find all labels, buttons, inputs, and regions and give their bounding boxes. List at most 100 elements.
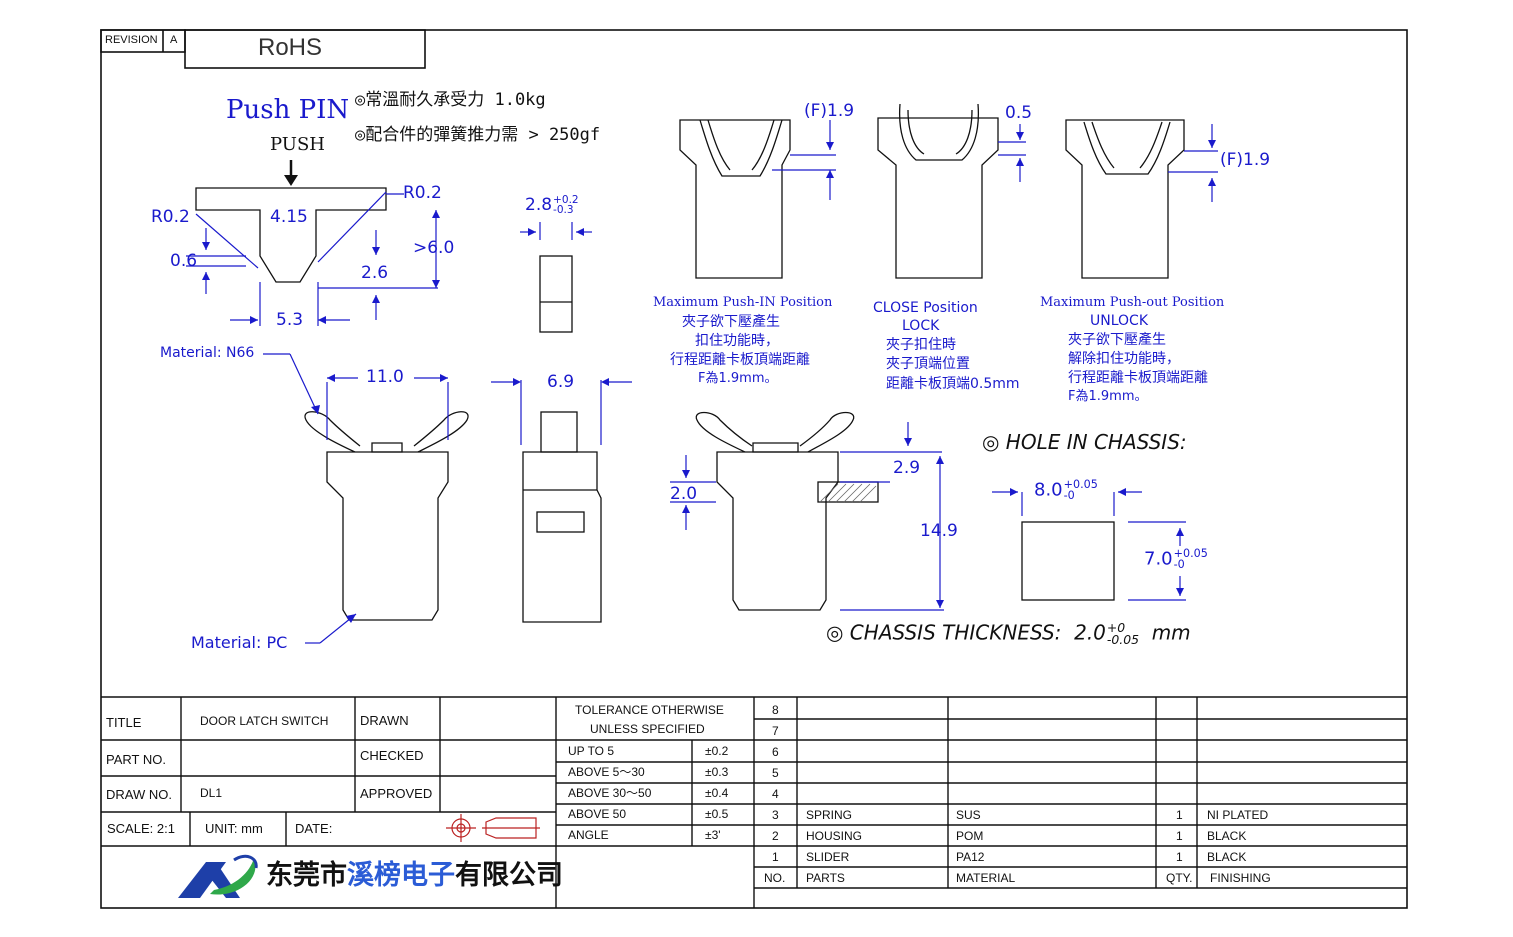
- hole-in-chassis-title: ◎ HOLE IN CHASSIS:: [982, 430, 1187, 454]
- housing-side-view: [522, 411, 602, 623]
- unit-label: UNIT: mm: [205, 821, 263, 836]
- close-note-1: 夾子扣住時: [886, 337, 956, 353]
- dimension-arrowheads: [202, 132, 1216, 623]
- company-logo-icon: [178, 854, 258, 898]
- bom-part: SPRING: [806, 808, 853, 822]
- bom-no: 4: [772, 787, 779, 801]
- dim-2-8-tolerance: 2.8+0.2-0.3: [525, 194, 579, 217]
- push-in-note-3: 行程距離卡板頂端距離: [670, 352, 810, 368]
- bom-qty: 1: [1176, 829, 1183, 843]
- tolerance-value: ±0.4: [705, 786, 729, 800]
- push-in-note-2: 扣住功能時，: [695, 333, 779, 349]
- push-out-note-2: 解除扣住功能時，: [1068, 351, 1180, 367]
- tolerance-range: ANGLE: [568, 828, 609, 842]
- bom-material: POM: [956, 829, 984, 843]
- housing-front-view: [304, 411, 469, 621]
- push-label: PUSH: [270, 134, 325, 155]
- dim-11-0: 11.0: [366, 367, 404, 387]
- close-note-2: 夾子頂端位置: [886, 356, 970, 372]
- bom-no: 7: [772, 724, 779, 738]
- bom-qty: 1: [1176, 850, 1183, 864]
- dim-7-0-tolerance: 7.0+0.05-0: [1144, 547, 1208, 571]
- bom-no: 8: [772, 703, 779, 717]
- part-no-label: PART NO.: [106, 752, 166, 767]
- push-out-title: Maximum Push-out Position: [1040, 295, 1225, 310]
- dim-r02-right: R0.2: [403, 183, 442, 203]
- draw-no-label: DRAW NO.: [106, 787, 172, 802]
- drawn-label: DRAWN: [360, 713, 409, 728]
- dim-0-6: 0.6: [170, 251, 198, 271]
- tolerance-value: ±0.5: [705, 807, 729, 821]
- latch-in-chassis-view: [695, 411, 879, 611]
- revision-label: REVISION: [105, 34, 158, 46]
- tolerance-range: UP TO 5: [568, 744, 615, 758]
- bom-finishing: BLACK: [1207, 850, 1247, 864]
- dim-2-6: 2.6: [361, 263, 389, 283]
- bom-header-no: NO.: [764, 871, 786, 885]
- bom-part: SLIDER: [806, 850, 850, 864]
- pin-side-view: [539, 255, 573, 333]
- push-out-note-3: 行程距離卡板頂端距離: [1068, 370, 1208, 386]
- bom-finishing: BLACK: [1207, 829, 1247, 843]
- dim-0-5: 0.5: [1005, 103, 1033, 123]
- close-position-view: [877, 103, 999, 279]
- projection-symbol-icon: [446, 814, 540, 842]
- material-n66-label: Material: N66: [160, 345, 255, 361]
- bom-material: PA12: [956, 850, 985, 864]
- chassis-hole-square: [1021, 521, 1115, 601]
- dim-4-15: 4.15: [270, 207, 308, 227]
- dim-2-9: 2.9: [893, 458, 921, 478]
- dim-8-0-tolerance: 8.0+0.05-0: [1034, 478, 1098, 502]
- bom-no: 3: [772, 808, 779, 822]
- date-label: DATE:: [295, 821, 333, 836]
- tolerance-range: ABOVE 30～50: [568, 786, 652, 800]
- bom-material: SUS: [956, 808, 981, 822]
- push-in-title: Maximum Push-IN Position: [653, 295, 833, 310]
- bom-qty: 1: [1176, 808, 1183, 822]
- dim-r02-left: R0.2: [151, 207, 190, 227]
- dim-f-1-9-right: (F)1.9: [1220, 150, 1271, 170]
- bom-finishing: NI PLATED: [1207, 808, 1269, 822]
- bom-header-qty: QTY.: [1166, 871, 1193, 885]
- approved-label: APPROVED: [360, 786, 433, 801]
- bom-header-finishing: FINISHING: [1210, 871, 1271, 885]
- bom-no: 2: [772, 829, 779, 843]
- push-out-note-4: F為1.9mm。: [1068, 389, 1148, 404]
- bom-no: 6: [772, 745, 779, 759]
- bom-header-material: MATERIAL: [956, 871, 1016, 885]
- revision-value: A: [170, 34, 178, 46]
- spec-durability: ◎常溫耐久承受力 1.0kg: [355, 90, 546, 110]
- push-out-note-1: 夾子欲下壓產生: [1068, 332, 1166, 348]
- dim-6-9: 6.9: [547, 372, 575, 392]
- draw-no-value: DL1: [200, 786, 223, 800]
- dim-f-1-9-left: (F)1.9: [804, 101, 855, 121]
- tolerance-value: ±0.3: [705, 765, 729, 779]
- chassis-thickness: ◎ CHASSIS THICKNESS: 2.0+0-0.05 mm: [826, 620, 1191, 647]
- push-in-note-1: 夾子欲下壓產生: [682, 314, 780, 330]
- rohs-box: [184, 29, 426, 69]
- scale-label: SCALE: 2:1: [107, 821, 175, 836]
- close-note-3: 距離卡板頂端0.5mm: [886, 376, 1020, 392]
- push-out-unlock: UNLOCK: [1090, 313, 1148, 329]
- dim-2-0: 2.0: [670, 484, 698, 504]
- close-lock: LOCK: [902, 318, 940, 334]
- title-label: TITLE: [106, 715, 142, 730]
- push-out-position-view: [1065, 119, 1185, 279]
- spec-spring-force: ◎配合件的彈簧推力需 > 250gf: [355, 125, 601, 145]
- push-in-position-view: [679, 119, 791, 279]
- tolerance-value: ±0.2: [705, 744, 729, 758]
- tolerance-value: ±3': [705, 828, 721, 842]
- tolerance-range: ABOVE 5～30: [568, 765, 645, 779]
- dim-5-3: 5.3: [276, 310, 304, 330]
- push-pin-profile: [195, 187, 387, 283]
- bom-no: 1: [772, 850, 779, 864]
- push-pin-title: Push PIN: [226, 95, 350, 125]
- bom-no: 5: [772, 766, 779, 780]
- bom-header-part: PARTS: [806, 871, 845, 885]
- push-arrow-icon: [284, 160, 298, 186]
- checked-label: CHECKED: [360, 748, 424, 763]
- company-name: 东莞市溪榜电子有限公司: [266, 860, 563, 891]
- dim-6-0: >6.0: [413, 238, 455, 258]
- bom-part: HOUSING: [806, 829, 863, 843]
